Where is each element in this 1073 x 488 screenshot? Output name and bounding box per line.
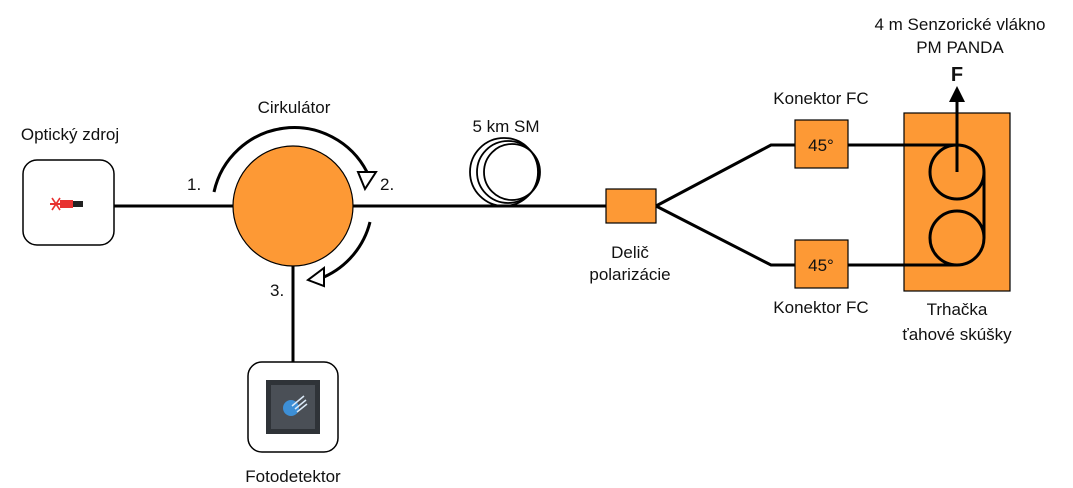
photodetector-label: Fotodetektor: [245, 467, 341, 486]
circulator-body: [232, 145, 354, 267]
port-1-label: 1.: [187, 175, 201, 194]
circulator-arrow-bottom: [323, 221, 372, 279]
force-label: F: [951, 64, 963, 86]
connector-top-label: Konektor FC: [773, 89, 868, 108]
connector-bottom: 45° Konektor FC: [773, 239, 869, 317]
laser-source-icon: [50, 197, 83, 211]
circulator: Cirkulátor 1. 2. 3.: [187, 98, 394, 300]
sensor-fiber-label-line1: 4 m Senzorické vlákno: [874, 15, 1045, 34]
connector-top: 45° Konektor FC: [773, 89, 869, 169]
connector-top-angle: 45°: [808, 136, 834, 155]
connector-bottom-angle: 45°: [808, 256, 834, 275]
connector-bottom-label: Konektor FC: [773, 298, 868, 317]
optical-source: Optický zdroj: [21, 125, 119, 246]
port-2-label: 2.: [380, 175, 394, 194]
sm-fiber-coil: 5 km SM: [469, 117, 541, 207]
splitter-label-line1: Delič: [611, 243, 649, 262]
splitter-label-line2: polarizácie: [589, 265, 670, 284]
source-label: Optický zdroj: [21, 125, 119, 144]
fiber-branch-bottom: [655, 204, 795, 267]
photodetector-icon: [266, 380, 320, 434]
circulator-arrowhead-bottom: [305, 266, 325, 288]
tester-label-line2: ťahové skúšky: [902, 325, 1012, 344]
tester-label-line1: Trhačka: [927, 300, 988, 319]
photodetector: Fotodetektor: [245, 361, 341, 486]
polarization-splitter: Delič polarizácie: [589, 188, 671, 284]
circulator-arrow-top: [212, 126, 369, 193]
circulator-arrowhead-top: [356, 171, 378, 192]
sensor-fiber-label-line2: PM PANDA: [916, 38, 1004, 57]
port-3-label: 3.: [270, 281, 284, 300]
circulator-label: Cirkulátor: [258, 98, 331, 117]
fiber-branch-top: [655, 143, 795, 208]
force-arrow: F: [949, 64, 965, 172]
sm-fiber-label: 5 km SM: [472, 117, 539, 136]
